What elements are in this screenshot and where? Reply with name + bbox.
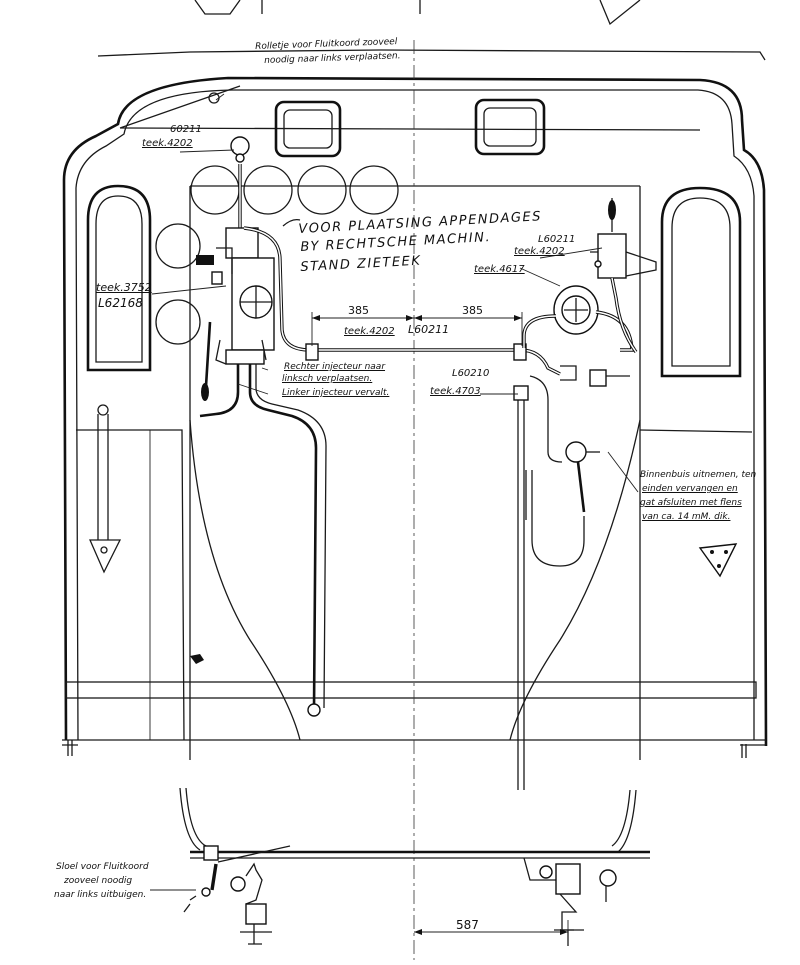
top-small-windows: [274, 98, 546, 158]
note-binnen-line2: einden vervangen en: [642, 484, 738, 494]
flange-plate: [698, 543, 738, 578]
right-window: [660, 186, 742, 378]
dimension-lines: [311, 312, 569, 944]
top-structure: [97, 0, 766, 61]
ref-teek4202-right: teek.4202: [514, 246, 565, 257]
left-window: [86, 184, 152, 372]
note-rechter-line2: linksch verplaatsen.: [282, 374, 373, 384]
note-linker: Linker injecteur vervalt.: [282, 388, 390, 398]
right-valve-assembly: [522, 198, 657, 387]
ref-L60210: L60210: [452, 368, 490, 379]
note-sloel-line2: zooveel noodig: [64, 876, 133, 886]
dimension-587: 587: [456, 918, 479, 932]
note-rechter-line1: Rechter injecteur naar: [284, 362, 386, 372]
water-pipes-right: [513, 375, 600, 790]
firebox-backplate: [76, 185, 753, 760]
washout-plug-row: [155, 165, 399, 345]
ref-teek4703: teek.4703: [430, 386, 481, 397]
hand-grab-left: [89, 404, 122, 574]
lower-plan-view: [179, 787, 650, 946]
dimension-385-right: 385: [462, 304, 483, 317]
ref-L60211-mid: L60211: [408, 323, 450, 336]
running-board: [65, 681, 757, 699]
injector-assembly: [196, 136, 327, 717]
note-sloel-line3: naar links uitbuigen.: [54, 890, 147, 900]
steam-pipe-main: [243, 226, 561, 376]
ref-60211-top: 60211: [170, 124, 202, 135]
note-binnen-line4: van ca. 14 mM. dik.: [642, 512, 731, 522]
note-binnen-line3: gat afsluiten met flens: [640, 498, 742, 508]
small-valve-left: [190, 654, 204, 664]
leader-lines: [150, 92, 639, 891]
ref-teek4202-top: teek.4202: [142, 138, 193, 149]
ref-L62168: L62168: [98, 296, 143, 310]
note-binnen-line1: Binnenbuis uitnemen, ten: [640, 470, 757, 480]
ref-teek4617: teek.4617: [474, 264, 525, 275]
ref-teek3752: teek.3752: [96, 281, 152, 294]
dimension-385-left: 385: [348, 304, 369, 317]
ref-teek4202-mid: teek.4202: [344, 326, 395, 337]
ref-L60211-right: L60211: [538, 234, 576, 245]
note-sloel-line1: Sloel voor Fluitkoord: [56, 862, 149, 872]
